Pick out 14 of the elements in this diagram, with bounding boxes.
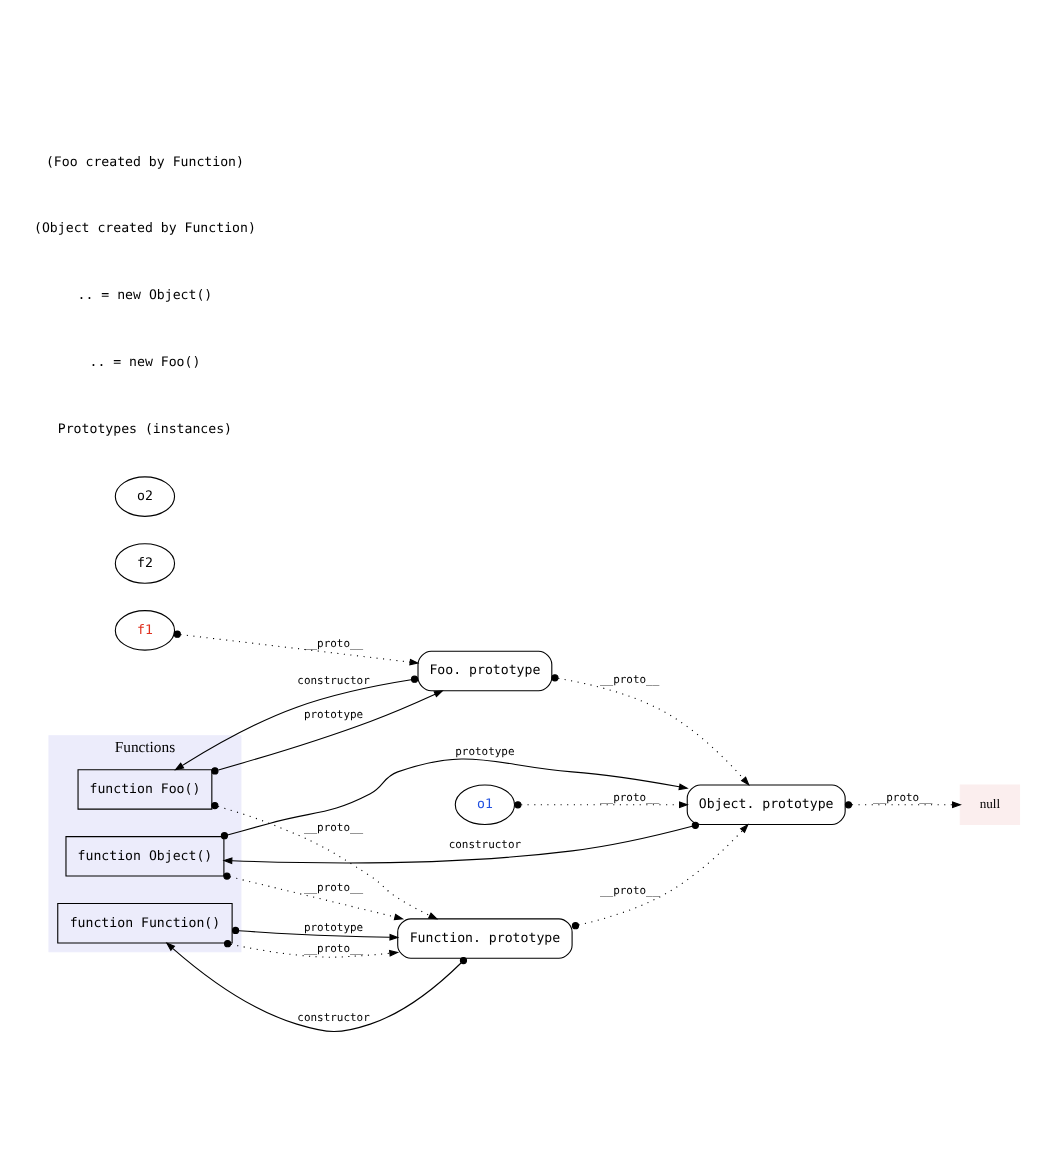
arrow — [571, 822, 749, 929]
arrow — [211, 801, 439, 919]
arrow — [211, 689, 444, 774]
arrow — [220, 757, 689, 839]
arrow — [223, 871, 405, 920]
arrow — [174, 674, 419, 770]
arrow — [165, 941, 468, 1032]
arrow — [551, 673, 750, 785]
arrow — [514, 800, 689, 808]
arrow — [223, 939, 400, 957]
arrow — [222, 820, 699, 864]
arrow — [844, 800, 962, 808]
arrow — [173, 629, 420, 665]
arrow — [231, 925, 400, 940]
